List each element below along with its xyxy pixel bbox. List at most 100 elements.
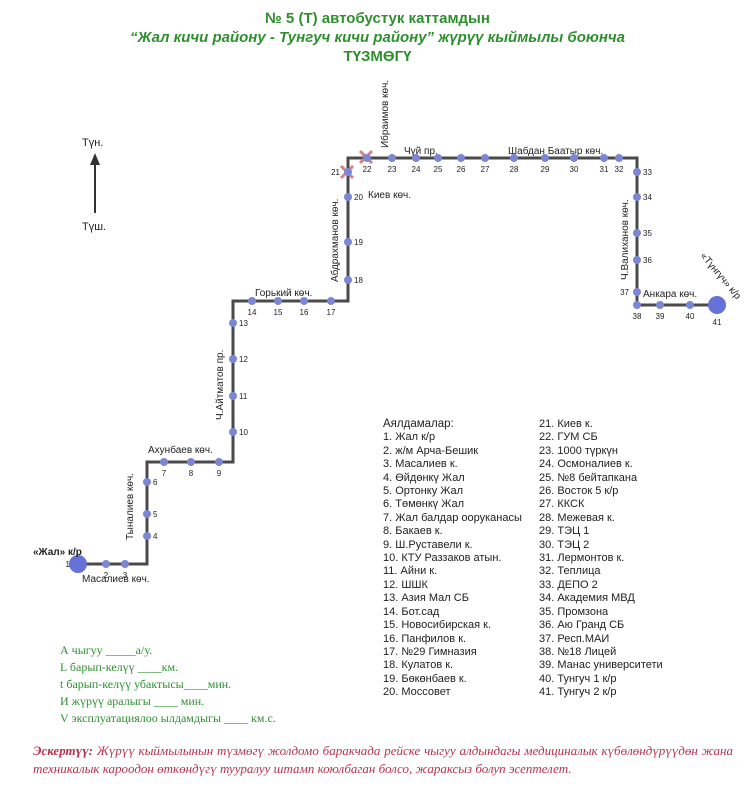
street-shabdan: Шабдан Баатыр көч.: [508, 145, 603, 157]
stop-list-item-b-15: 35. Промзона: [539, 605, 609, 618]
stop-marker-10: [229, 428, 237, 436]
note: Эскертүү: Жүрүү кыймылынын түзмөгү жолдо…: [33, 742, 733, 778]
stop-list-item-16: 16. Панфилов к.: [383, 632, 467, 645]
stop-marker-16: [300, 297, 308, 305]
stop-list-item-b-14: 34. Академия МВД: [539, 592, 635, 605]
route-parameters: А чыгуу _____а/у. L барып-келүү ____км.t …: [60, 642, 276, 727]
stop-number-16: 16: [300, 308, 309, 317]
stop-marker-21: [344, 168, 352, 176]
stop-number-22: 22: [363, 165, 372, 174]
stop-marker-40: [686, 301, 694, 309]
street-akhunbaev: Ахунбаев көч.: [148, 444, 213, 456]
stop-number-14: 14: [248, 308, 257, 317]
stop-number-11: 11: [239, 392, 248, 401]
stop-marker-15: [274, 297, 282, 305]
street-aitmatov: Ч.Айтматов пр.: [215, 350, 226, 420]
note-label: Эскертүү:: [33, 743, 93, 758]
stop-number-32: 32: [615, 165, 624, 174]
stop-marker-28: [510, 154, 518, 162]
stop-number-10: 10: [239, 428, 248, 437]
stop-number-29: 29: [541, 165, 550, 174]
stop-marker-19: [344, 238, 352, 246]
stop-marker-3: [121, 560, 129, 568]
stop-marker-22: [363, 154, 371, 162]
stop-marker-7: [160, 458, 168, 466]
stop-list-item-6: 6. Төмөнкү Жал: [383, 498, 465, 511]
stop-list-item-b-20: 40. Тунгуч 1 к/р: [539, 672, 617, 685]
stop-marker-26: [457, 154, 465, 162]
stop-number-26: 26: [457, 165, 466, 174]
stop-list-item-19: 19. Бөкөнбаев к.: [383, 672, 467, 685]
street-ankara: Анкара көч.: [643, 289, 697, 300]
stop-list-item-20: 20. Моссовет: [383, 686, 451, 699]
stop-number-41: 41: [713, 318, 722, 327]
stop-list-item-b-12: 32. Теплица: [539, 565, 601, 578]
street-abdrakhmanov: Абдрахманов көч.: [329, 199, 341, 282]
terminal-tunguch-label: «Түнгүч» к/р: [698, 251, 743, 302]
stop-number-18: 18: [354, 276, 363, 285]
street-chuy: Чүй пр.: [404, 146, 438, 157]
stop-number-4: 4: [153, 532, 158, 541]
title-line-1: № 5 (Т) автобустук каттамдын: [265, 10, 490, 27]
stop-marker-29: [541, 154, 549, 162]
stop-list-item-14: 14. Бот.сад: [383, 605, 440, 618]
stop-marker-20: [344, 193, 352, 201]
stop-number-21: 21: [331, 168, 340, 177]
stop-marker-18: [344, 276, 352, 284]
stop-list-item-b-9: 29. ТЭЦ 1: [539, 525, 590, 538]
stop-list-item-b-1: 21. Киев к.: [539, 418, 593, 430]
stop-number-40: 40: [686, 312, 695, 321]
stop-number-30: 30: [570, 165, 579, 174]
stop-list-item-15: 15. Новосибирская к.: [383, 619, 492, 632]
param-line-3: t барып-келүү убактысы____мин.: [60, 677, 232, 691]
stop-number-2: 2: [104, 571, 109, 580]
stop-marker-8: [187, 458, 195, 466]
stop-list-item-b-10: 30. ТЭЦ 2: [539, 538, 590, 551]
stop-marker-34: [633, 193, 641, 201]
stop-list-item-7: 7. Жал балдар ооруканасы: [383, 511, 522, 524]
stop-number-19: 19: [354, 238, 363, 247]
stop-marker-5: [143, 510, 151, 518]
stop-list-item-1: 1. Жал к/р: [383, 431, 436, 444]
compass-north-label: Түн.: [82, 137, 103, 149]
stop-marker-9: [215, 458, 223, 466]
stop-list-item-b-17: 37. Респ.МАИ: [539, 632, 610, 645]
stops-heading: Аялдамалар:: [383, 418, 454, 430]
param-line-1: А чыгуу _____а/у.: [60, 643, 153, 657]
stop-marker-6: [143, 478, 151, 486]
stop-marker-35: [633, 229, 641, 237]
stop-marker-13: [229, 319, 237, 327]
stop-marker-2: [102, 560, 110, 568]
stop-number-28: 28: [510, 165, 519, 174]
stop-marker-12: [229, 355, 237, 363]
stop-marker-4: [143, 532, 151, 540]
stop-list-item-b-6: 26. Восток 5 к/р: [539, 485, 619, 498]
param-line-2: L барып-келүү ____км.: [60, 660, 179, 674]
stop-marker-32: [615, 154, 623, 162]
stop-marker-39: [656, 301, 664, 309]
stop-marker-17: [327, 297, 335, 305]
stop-number-31: 31: [600, 165, 609, 174]
stop-list-item-b-16: 36. Аю Гранд СБ: [539, 619, 625, 632]
compass: Түн. Түш.: [82, 137, 106, 233]
street-masaliev: Масалиев көч.: [82, 574, 150, 585]
stop-list-item-2: 2. ж/м Арча-Бешик: [383, 444, 479, 457]
stop-list-item-b-7: 27. ККСК: [539, 498, 585, 511]
stop-number-9: 9: [217, 469, 222, 478]
stop-number-38: 38: [633, 312, 642, 321]
stop-marker-27: [481, 154, 489, 162]
terminal-zhal-label: «Жал» к/р: [33, 547, 82, 558]
stop-list-item-18: 18. Кулатов к.: [383, 659, 454, 672]
stop-list-item-11: 11. Айни к.: [383, 565, 438, 578]
stop-number-25: 25: [434, 165, 443, 174]
street-valikhanov: Ч.Валиханов көч.: [620, 199, 631, 280]
stop-list-item-4: 4. Өйдөнкү Жал: [383, 471, 465, 484]
stop-list-item-3: 3. Масалиев к.: [383, 458, 458, 471]
stop-marker-38: [633, 301, 641, 309]
param-line-4: И жүрүү аралыгы ____ мин.: [60, 694, 205, 708]
stop-marker-36: [633, 256, 641, 264]
